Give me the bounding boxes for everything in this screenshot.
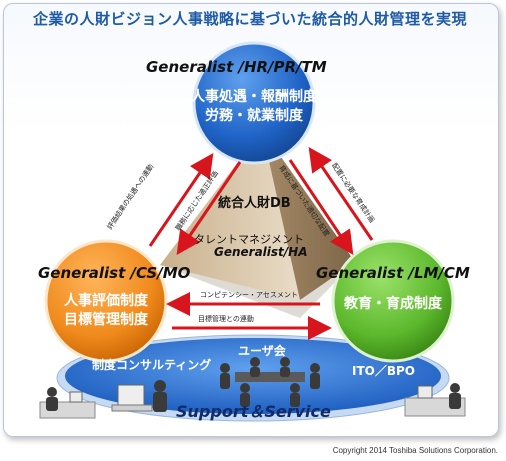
pyramid-db-label: 統合人財DB (218, 196, 291, 211)
bottom-top-arrow-label: コンピテンシー・アセスメント (200, 291, 298, 299)
user-group-label: ユーザ会 (238, 344, 286, 358)
pyramid-ha-label: Generalist/HA (214, 245, 308, 259)
arrow-left-down (176, 161, 242, 255)
arrow-left-up (148, 153, 214, 247)
left-node-line1: 人事評価制度 (64, 293, 148, 309)
left-node-heading: Generalist /CS/MO (38, 264, 191, 282)
pyramid-talent-label: タレントマネジメント (194, 233, 304, 246)
top-node-line1: 人事処遇・報酬制度 (191, 89, 317, 105)
consulting-label: 制度コンサルティング (92, 358, 212, 372)
arrow-right-down (288, 159, 354, 255)
bpo-office-illustration (404, 383, 466, 417)
top-node-heading: Generalist /HR/PR/TM (146, 58, 327, 76)
it-operator-illustration (111, 380, 167, 412)
left-node-line2: 目標管理制度 (64, 312, 148, 328)
right-circle (331, 239, 455, 363)
users-meeting-illustration (220, 357, 320, 407)
diagram-title: 企業の人財ビジョン人事戦略に基づいた統合的人財管理を実現 (32, 10, 467, 28)
top-node-line2: 労務・就業制度 (205, 108, 303, 124)
ito-bpo-label: ITO／BPO (352, 364, 415, 378)
bottom-bottom-arrow-label: 目標管理との連動 (198, 315, 254, 323)
pyramid-left-face (160, 130, 300, 300)
support-service-label: Support＆Service (176, 402, 331, 421)
pyramid-right-face (262, 130, 355, 300)
consultant-desk-illustration (39, 387, 96, 419)
copyright-text: Copyright 2014 Toshiba Solutions Corpora… (332, 446, 498, 455)
right-node-heading: Generalist /LM/CM (316, 264, 470, 282)
right-node-line1: 教育・育成制度 (344, 296, 442, 312)
arrow-right-up (308, 147, 374, 241)
top-circle (192, 41, 316, 165)
